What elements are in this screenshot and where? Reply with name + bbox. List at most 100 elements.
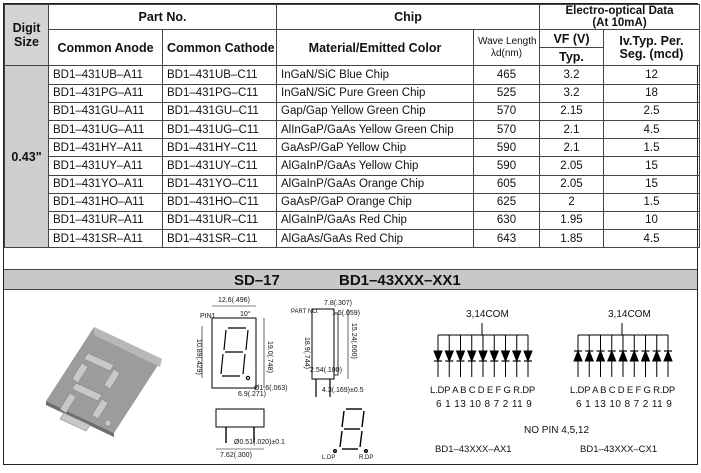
wavelength-cell: 605 <box>473 174 540 194</box>
anode-cell: BD1–431PG–A11 <box>48 83 163 103</box>
series-part: BD1–43XXX–XX1 <box>339 272 461 289</box>
wavelength-cell: 630 <box>473 210 540 231</box>
vf-cell: 2.05 <box>539 174 604 194</box>
eo-data-cond: (At 10mA) <box>592 17 647 29</box>
cathode-cell: BD1–431UR–C11 <box>162 210 277 231</box>
anode-circuit <box>433 323 533 377</box>
segment-legend <box>333 408 369 454</box>
bottom-view-drawing <box>215 408 265 450</box>
wavelength-cell: 590 <box>473 138 540 158</box>
material-cell: GaAsP/GaP Yellow Chip <box>276 138 474 158</box>
eo-data-header: Electro-optical Data (At 10mA) <box>539 4 700 30</box>
dim-pin: PIN1 <box>200 313 216 320</box>
cathode-circuit <box>573 323 673 377</box>
dim-side: 7.8(.307) <box>324 300 353 307</box>
cathode-cell: BD1–431PG–C11 <box>162 83 277 103</box>
iv-cell: 1.5 <box>603 138 700 158</box>
iv-cell: 15 <box>603 174 700 194</box>
material-cell: InGaN/SiC Blue Chip <box>276 65 474 85</box>
mechanical-drawing: 12.6(.496) PIN1 10° 19.0(.748) 10.89(.42… <box>4 291 697 464</box>
material-cell: AlGaAs/GaAs Red Chip <box>276 229 474 249</box>
vf-cell: 2.15 <box>539 101 604 121</box>
material-cell: InGaN/SiC Pure Green Chip <box>276 83 474 103</box>
front-view-drawing <box>201 305 265 389</box>
anode-cell: BD1–431UG–A11 <box>48 119 163 140</box>
iv-cell: 18 <box>603 83 700 103</box>
display-photo <box>46 327 162 437</box>
iv-cell: 4.5 <box>603 229 700 249</box>
dim-pinsz: Ø0.51(.020)±0.1 <box>234 439 285 446</box>
iv-unit: Seg. (mcd) <box>619 46 684 61</box>
label-cathode: BD1–43XXX–CX1 <box>580 444 658 455</box>
anode-cell: BD1–431HY–A11 <box>48 138 163 158</box>
wave-length-unit: λd(nm) <box>490 47 523 59</box>
wavelength-cell: 465 <box>473 65 540 85</box>
digit-size-header: Digit Size <box>4 3 49 67</box>
dim-angle: 10° <box>240 311 251 318</box>
wave-length-header: Wave Length λd(nm) <box>473 28 540 67</box>
series-code: SD–17 <box>234 272 280 289</box>
iv-label: Iv.Typ. Per. <box>619 33 684 48</box>
common-anode-header: Common Anode <box>48 28 163 67</box>
anode-cell: BD1–431UB–A11 <box>48 65 163 85</box>
vf-header: VF (V) <box>539 28 604 49</box>
vf-cell: 3.2 <box>539 83 604 103</box>
anode-pins-row: L.DP A B C D E F G R.DP <box>430 385 536 396</box>
wavelength-cell: 625 <box>473 192 540 212</box>
vf-cell: 1.95 <box>539 210 604 231</box>
cathode-cell: BD1–431UB–C11 <box>162 65 277 85</box>
series-bar: SD–17 BD1–43XXX–XX1 <box>4 269 697 290</box>
iv-cell: 10 <box>603 210 700 231</box>
dim-side2: 1.5(.059) <box>332 310 361 317</box>
dim-part: PART NO. <box>291 309 319 315</box>
material-cell: AlGaInP/GaAs Yellow Chip <box>276 156 474 176</box>
datasheet: Digit Size Part No. Chip Electro-optical… <box>3 3 700 465</box>
dim-len: 18.9(.744) <box>303 337 310 369</box>
cathode-cell: BD1–431GU–C11 <box>162 101 277 121</box>
common-cathode-header: Common Cathode <box>162 28 277 67</box>
seg-ldp: L.DP <box>322 455 336 461</box>
anode-pin-nums: 6 1 13 10 8 7 2 11 9 <box>436 399 533 410</box>
anode-cell: BD1–431UR–A11 <box>48 210 163 231</box>
dim-h2: 10.89(.429) <box>195 339 202 375</box>
material-header: Material/Emitted Color <box>276 28 474 67</box>
cathode-pins-row: L.DP A B C D E F G R.DP <box>570 385 676 396</box>
no-pin-note: NO PIN 4,5,12 <box>524 425 590 436</box>
iv-cell: 12 <box>603 65 700 85</box>
cathode-cell: BD1–431UG–C11 <box>162 119 277 140</box>
eo-data-title: Electro-optical Data <box>565 5 674 18</box>
material-cell: AlGaInP/GaAs Orange Chip <box>276 174 474 194</box>
dim-lead: 4.3(.169)±0.5 <box>322 387 364 394</box>
cathode-pin-nums: 6 1 13 10 8 7 2 11 9 <box>576 399 673 410</box>
spec-table: Digit Size Part No. Chip Electro-optical… <box>4 3 700 249</box>
anode-cell: BD1–431YO–A11 <box>48 174 163 194</box>
vf-cell: 2.05 <box>539 156 604 176</box>
dim-seg: 6.9(.271) <box>238 391 267 398</box>
vf-cell: 1.85 <box>539 229 604 249</box>
side-view-drawing <box>311 308 349 397</box>
material-cell: Gap/Gap Yellow Green Chip <box>276 101 474 121</box>
wavelength-cell: 525 <box>473 83 540 103</box>
dim-span: 7.62(.300) <box>220 452 252 459</box>
wavelength-cell: 570 <box>473 101 540 121</box>
wavelength-cell: 570 <box>473 119 540 140</box>
cathode-cell: BD1–431HO–C11 <box>162 192 277 212</box>
wave-length-label: Wave Length <box>478 35 537 47</box>
material-cell: GaAsP/GaP Orange Chip <box>276 192 474 212</box>
anode-cell: BD1–431UY–A11 <box>48 156 163 176</box>
vf-cell: 2 <box>539 192 604 212</box>
chip-header: Chip <box>276 4 540 30</box>
material-cell: AlGaInP/GaAs Red Chip <box>276 210 474 231</box>
iv-cell: 1.5 <box>603 192 700 212</box>
com-cathode: 3,14COM <box>608 309 651 320</box>
vf-cell: 2.1 <box>539 138 604 158</box>
